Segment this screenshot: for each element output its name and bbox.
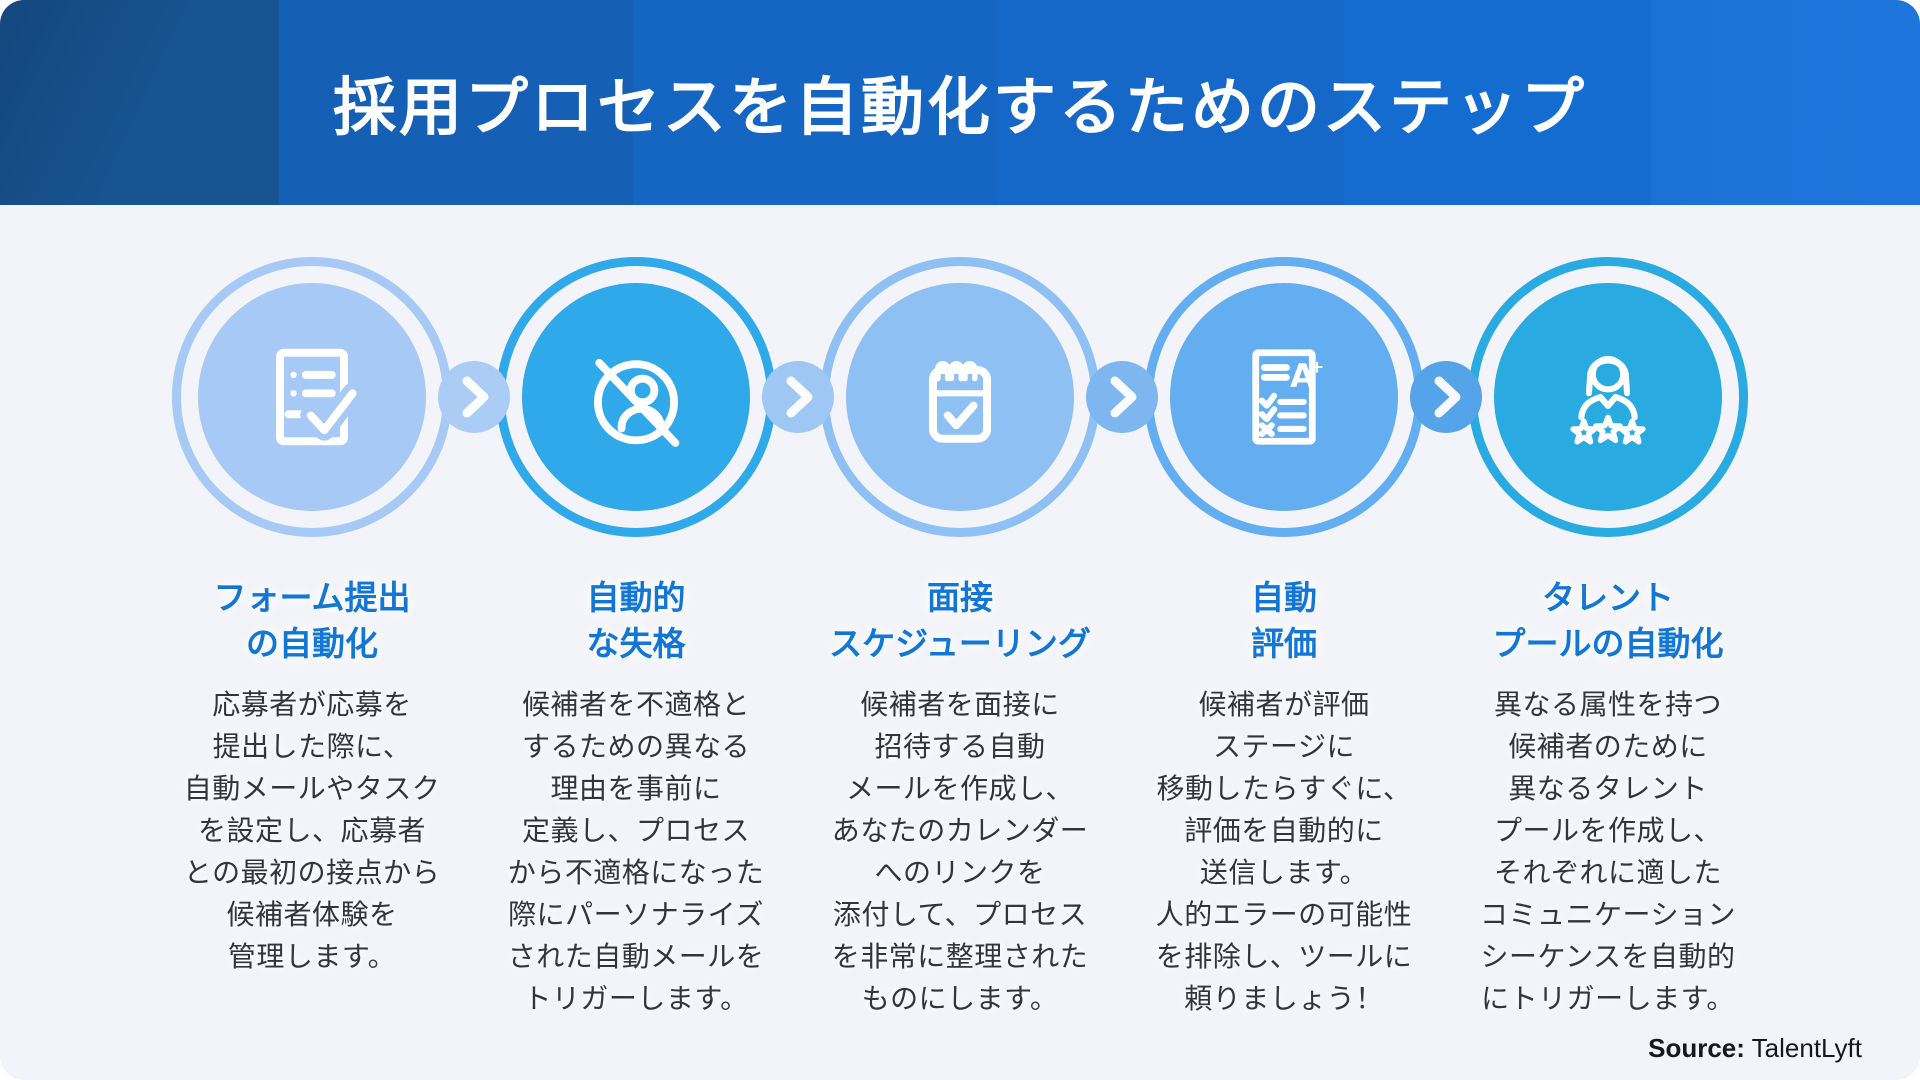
chevron-right-icon — [1410, 361, 1482, 433]
steps-row: フォーム提出 の自動化 応募者が応募を 提出した際に、 自動メールやタスク を設… — [150, 257, 1770, 1020]
svg-text:A: A — [1290, 357, 1315, 395]
source-attribution: Source: TalentLyft — [1648, 1033, 1862, 1064]
step-1-circle-fill — [198, 283, 426, 511]
step-column-5: タレント プールの自動化 異なる属性を持つ 候補者のために 異なるタレント プー… — [1446, 257, 1770, 1020]
step-5-circle-fill — [1494, 283, 1722, 511]
step-1-description: 応募者が応募を 提出した際に、 自動メールやタスク を設定し、応募者 との最初の… — [183, 689, 441, 973]
step-4-circle-fill: A + — [1170, 283, 1398, 511]
step-1-title: フォーム提出 の自動化 — [213, 579, 411, 662]
step-2-circle-fill — [522, 283, 750, 511]
step-column-1: フォーム提出 の自動化 応募者が応募を 提出した際に、 自動メールやタスク を設… — [150, 257, 510, 1020]
source-label: Source: — [1648, 1033, 1745, 1063]
svg-text:+: + — [1310, 357, 1324, 377]
evaluation-report-icon: A + — [1252, 349, 1324, 445]
step-2-circle — [496, 257, 776, 537]
step-5-title: タレント プールの自動化 — [1492, 579, 1724, 662]
talent-pool-person-stars-icon — [1570, 355, 1646, 445]
step-column-4: A + 自動 評価 候補者が評 — [1122, 257, 1482, 1020]
step-3-title: 面接 スケジューリング — [829, 579, 1091, 662]
step-3-description: 候補者を面接に 招待する自動 メールを作成し、 あなたのカレンダー へのリンクを… — [831, 689, 1089, 1015]
header-banner: 採用プロセスを自動化するためのステップ — [0, 0, 1920, 205]
chevron-right-icon — [762, 361, 834, 433]
page-title: 採用プロセスを自動化するためのステップ — [333, 73, 1587, 143]
source-value: TalentLyft — [1744, 1033, 1862, 1063]
step-2-description: 候補者を不適格と するための異なる 理由を事前に 定義し、プロセス から不適格に… — [507, 689, 765, 1015]
step-2-title: 自動的 な失格 — [586, 579, 686, 662]
chevron-right-icon — [1086, 361, 1158, 433]
step-column-2: 自動的 な失格 候補者を不適格と するための異なる 理由を事前に 定義し、プロセ… — [474, 257, 834, 1020]
step-4-description: 候補者が評価 ステージに 移動したらすぐに、 評価を自動的に 送信します。 人的… — [1155, 689, 1413, 1015]
step-3-circle-fill — [846, 283, 1074, 511]
calendar-check-icon — [928, 361, 992, 443]
step-4-circle: A + — [1144, 257, 1424, 537]
disqualified-person-icon — [594, 358, 680, 447]
chevron-right-icon — [438, 361, 510, 433]
step-5-description: 異なる属性を持つ 候補者のために 異なるタレント プールを作成し、 それぞれに適… — [1480, 689, 1736, 1015]
step-4-title: 自動 評価 — [1251, 579, 1317, 662]
step-1-circle — [172, 257, 452, 537]
step-3-circle — [820, 257, 1100, 537]
step-5-circle — [1468, 257, 1748, 537]
form-submission-checklist-icon — [276, 348, 364, 446]
step-column-3: 面接 スケジューリング 候補者を面接に 招待する自動 メールを作成し、 あなたの… — [798, 257, 1158, 1020]
